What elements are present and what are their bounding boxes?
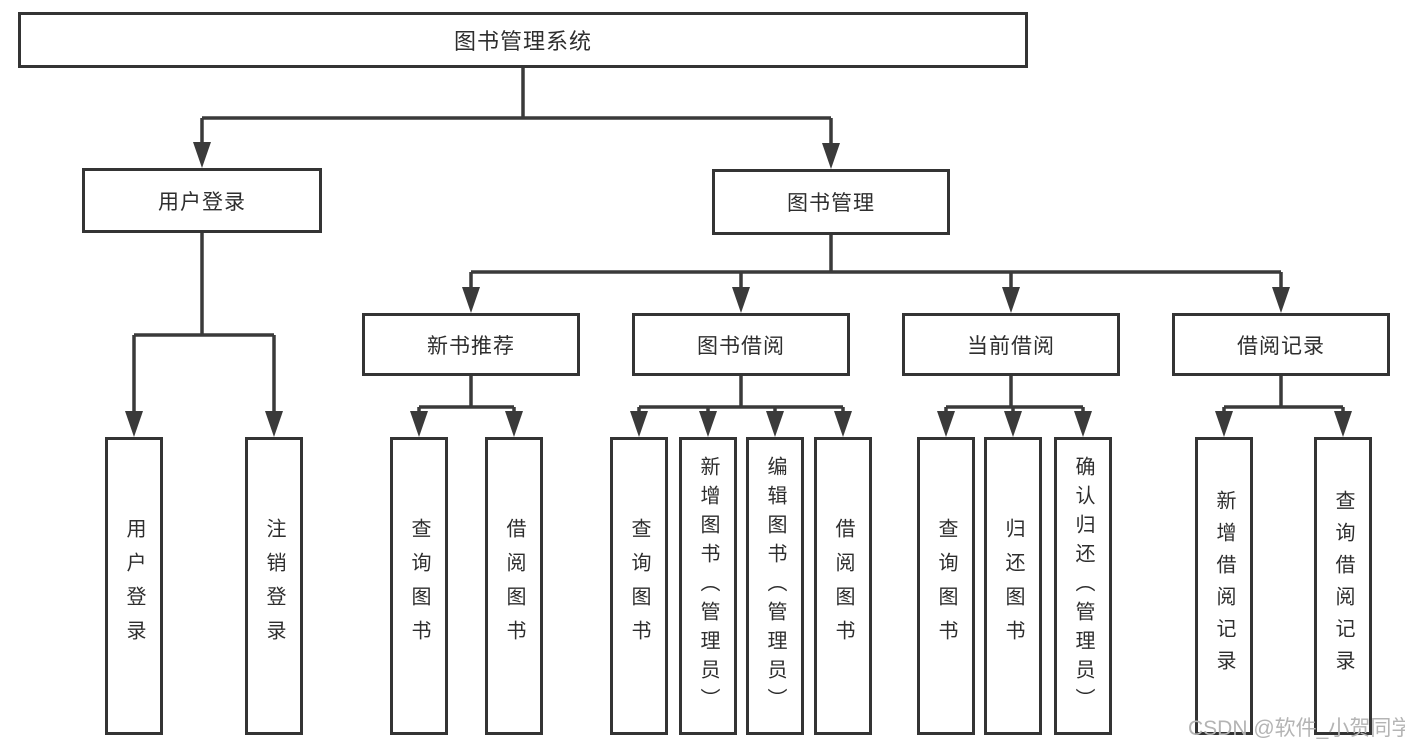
node-label: 编辑图书（管理员） [764, 455, 786, 717]
node-borrowing-records: 借阅记录 [1172, 313, 1390, 376]
node-label: 归还图书 [1002, 518, 1024, 654]
csdn-watermark: CSDN @软件_小贺同学 [1188, 717, 1405, 740]
connector-paths [132, 68, 1345, 417]
leaf-add-borrow-record: 新增借阅记录 [1195, 437, 1253, 735]
node-library-management-system: 图书管理系统 [18, 12, 1028, 68]
leaf-query-books-borrow: 查询图书 [610, 437, 668, 735]
node-label: 查询图书 [628, 518, 650, 654]
leaf-borrow-books: 借阅图书 [814, 437, 872, 735]
arrowheads [125, 142, 1352, 437]
leaf-logout: 注销登录 [245, 437, 303, 735]
node-label: 用户登录 [158, 190, 246, 214]
node-label: 当前借阅 [967, 334, 1055, 358]
node-label: 图书管理系统 [453, 29, 592, 54]
leaf-edit-books-admin: 编辑图书（管理员） [746, 437, 804, 735]
node-label: 查询图书 [408, 518, 430, 654]
node-label: 确认归还（管理员） [1072, 455, 1094, 717]
leaf-query-books-recommend: 查询图书 [390, 437, 448, 735]
node-label: 新书推荐 [427, 334, 515, 358]
node-label: 借阅图书 [503, 518, 525, 654]
node-new-book-recommendation: 新书推荐 [362, 313, 580, 376]
node-current-borrowing: 当前借阅 [902, 313, 1120, 376]
node-label: 用户登录 [123, 518, 145, 654]
node-label: 查询借阅记录 [1332, 490, 1354, 682]
node-label: 新增借阅记录 [1213, 490, 1235, 682]
leaf-return-books: 归还图书 [984, 437, 1042, 735]
node-book-borrowing: 图书借阅 [632, 313, 850, 376]
node-label: 图书管理 [787, 192, 875, 215]
leaf-confirm-return-admin: 确认归还（管理员） [1054, 437, 1112, 735]
node-label: 图书借阅 [697, 334, 785, 358]
node-user-login: 用户登录 [82, 168, 322, 233]
node-label: 查询图书 [935, 518, 957, 654]
node-label: 注销登录 [263, 518, 285, 654]
node-book-management: 图书管理 [712, 169, 950, 235]
leaf-borrow-books-recommend: 借阅图书 [485, 437, 543, 735]
leaf-add-books-admin: 新增图书（管理员） [679, 437, 737, 735]
node-label: 借阅图书 [832, 518, 854, 654]
node-label: 新增图书（管理员） [697, 455, 719, 717]
leaf-user-login: 用户登录 [105, 437, 163, 735]
leaf-query-books-current: 查询图书 [917, 437, 975, 735]
leaf-query-borrow-record: 查询借阅记录 [1314, 437, 1372, 735]
node-label: 借阅记录 [1237, 334, 1325, 358]
